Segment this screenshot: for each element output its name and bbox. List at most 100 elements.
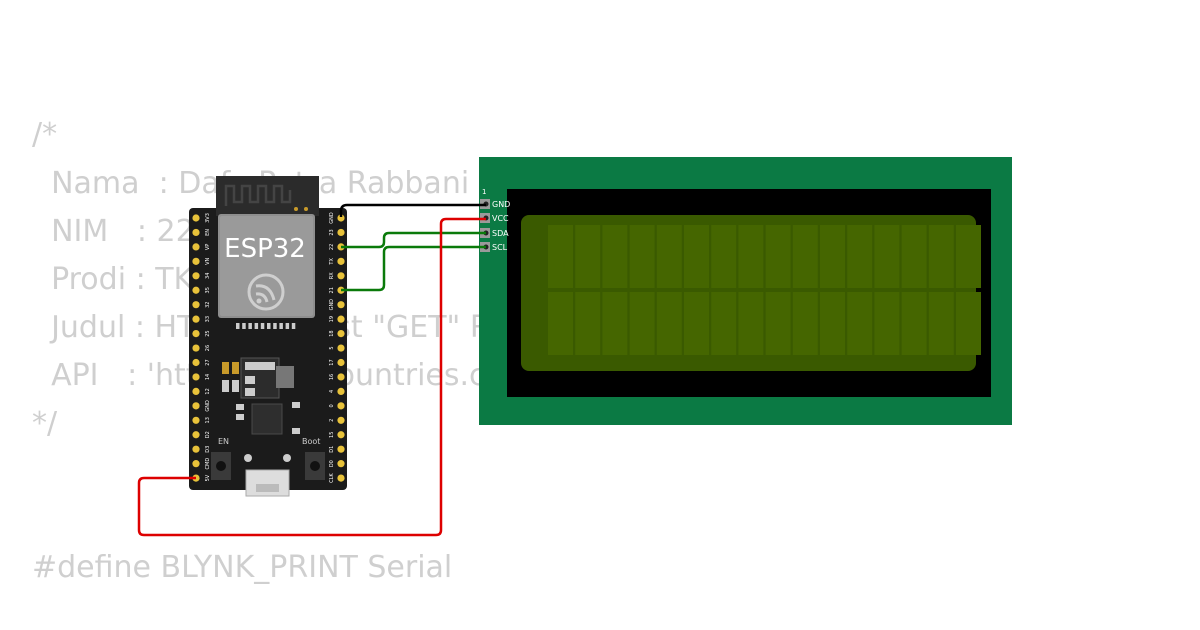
esp32-pin-right[interactable] [337,431,345,439]
lcd-char-cell [684,225,709,288]
esp32-pin-label: 5V [205,474,211,481]
esp32-pin-label: 32 [205,302,211,308]
code-line-prodi: Prodi : TK [32,262,194,297]
lcd-pin-label: SDA [492,229,509,238]
esp32-pin-label: D0 [329,460,335,467]
esp32-pin-label: TX [329,258,335,266]
esp32-pin-left[interactable] [192,315,200,323]
esp32-pin-right[interactable] [337,445,345,453]
esp32-pin-label: 18 [329,330,335,336]
regulator-tab [245,362,275,370]
esp32-pin-left[interactable] [192,286,200,294]
esp32-pin-right[interactable] [337,460,345,468]
lcd-char-cell [956,292,981,355]
smd-resistor [222,380,229,392]
esp32-pin-right[interactable] [337,402,345,410]
module-pad [236,323,240,329]
esp32-pin-left[interactable] [192,272,200,280]
lcd-char-cell [629,292,655,355]
esp32-pin-label: 23 [329,229,335,235]
usb-mount-hole [244,454,252,462]
esp32-pin-right[interactable] [337,301,345,309]
lcd-char-cell [548,225,573,288]
esp32-pin-right[interactable] [337,257,345,265]
esp32-pin-label: 12 [205,388,211,394]
esp32-pin-left[interactable] [192,301,200,309]
lcd-char-cell [956,225,981,288]
esp32-pin-right[interactable] [337,344,345,352]
usb-mount-hole [283,454,291,462]
esp32-pin-left[interactable] [192,373,200,381]
lcd-char-cell [928,225,954,288]
esp32-pin-left[interactable] [192,387,200,395]
esp32-pin-left[interactable] [192,243,200,251]
esp32-pin-label: 34 [205,273,211,279]
esp32-pin-left[interactable] [192,416,200,424]
espressif-logo-icon [247,273,285,311]
wire-scl[interactable] [341,245,486,292]
en-button-cap[interactable] [216,461,226,471]
esp32-pin-label: 17 [329,359,335,365]
esp32-pin-right[interactable] [337,272,345,280]
esp32-pin-right[interactable] [337,416,345,424]
lcd-char-cell [711,225,737,288]
code-comment-open: /* [32,117,58,152]
regulator-pin [245,376,255,384]
esp32-pin-label: EN [205,229,211,236]
wire-sda[interactable] [341,231,486,249]
esp32-pin-label: 33 [205,316,211,322]
esp32-pin-left[interactable] [192,431,200,439]
wire-vcc[interactable] [137,217,486,537]
esp32-pin-left[interactable] [192,344,200,352]
lcd-char-grid [548,225,981,355]
module-pad [248,323,252,329]
esp32-pin-left[interactable] [192,330,200,338]
esp32-pin-right[interactable] [337,474,345,482]
smd-capacitor [222,362,229,374]
lcd-char-cell [738,225,764,288]
esp32-pin-right[interactable] [337,330,345,338]
lcd-char-cell [765,225,791,288]
lcd-pin1-label: 1 [482,188,486,196]
esp32-pin-left[interactable] [192,228,200,237]
esp32-pin-right[interactable] [337,358,345,367]
esp32-pin-left[interactable] [192,257,200,265]
usb-uart-chip [251,403,283,435]
boot-button-label: Boot [302,437,320,446]
esp32-board[interactable]: ESP32 EN Boot [189,176,347,497]
esp32-pin-left[interactable] [192,214,200,222]
code-comment-close: */ [32,406,58,441]
boot-button-cap[interactable] [310,461,320,471]
esp32-pin-left[interactable] [192,358,200,367]
wire-gnd[interactable] [339,203,486,217]
lcd-char-cell [738,292,764,355]
esp32-pin-label: RX [329,272,335,279]
esp32-pin-right[interactable] [337,373,345,381]
code-line-define: #define BLYNK_PRINT Serial [32,550,453,585]
antenna-trace [224,184,292,206]
esp32-pin-headers: 3V3ENVPVN343532332526271412GND13D2D3CMD5… [192,212,345,483]
esp32-shield-inner [220,216,313,316]
lcd-pin-label: SCL [492,243,508,252]
micro-usb-port[interactable] [245,469,290,497]
esp32-pin-left[interactable] [192,460,200,468]
esp32-pin-label: 4 [329,390,335,393]
lcd-char-cell [575,292,601,355]
esp32-pin-left[interactable] [192,402,200,410]
esp32-pin-label: CLK [329,473,335,483]
esp32-pin-right[interactable] [337,214,345,222]
lcd-char-cell [656,225,682,288]
esp32-pin-right[interactable] [337,387,345,395]
esp32-pin-label: 16 [329,374,335,380]
lcd-char-cell [684,292,709,355]
esp32-pin-left[interactable] [192,445,200,453]
esp32-pin-label: 21 [329,287,335,293]
esp32-pin-label: 13 [205,417,211,423]
esp32-pin-right[interactable] [337,228,345,237]
smd-led [292,428,300,434]
smd-led [292,402,300,408]
esp32-pin-right[interactable] [337,315,345,323]
lcd-char-cell [874,225,900,288]
